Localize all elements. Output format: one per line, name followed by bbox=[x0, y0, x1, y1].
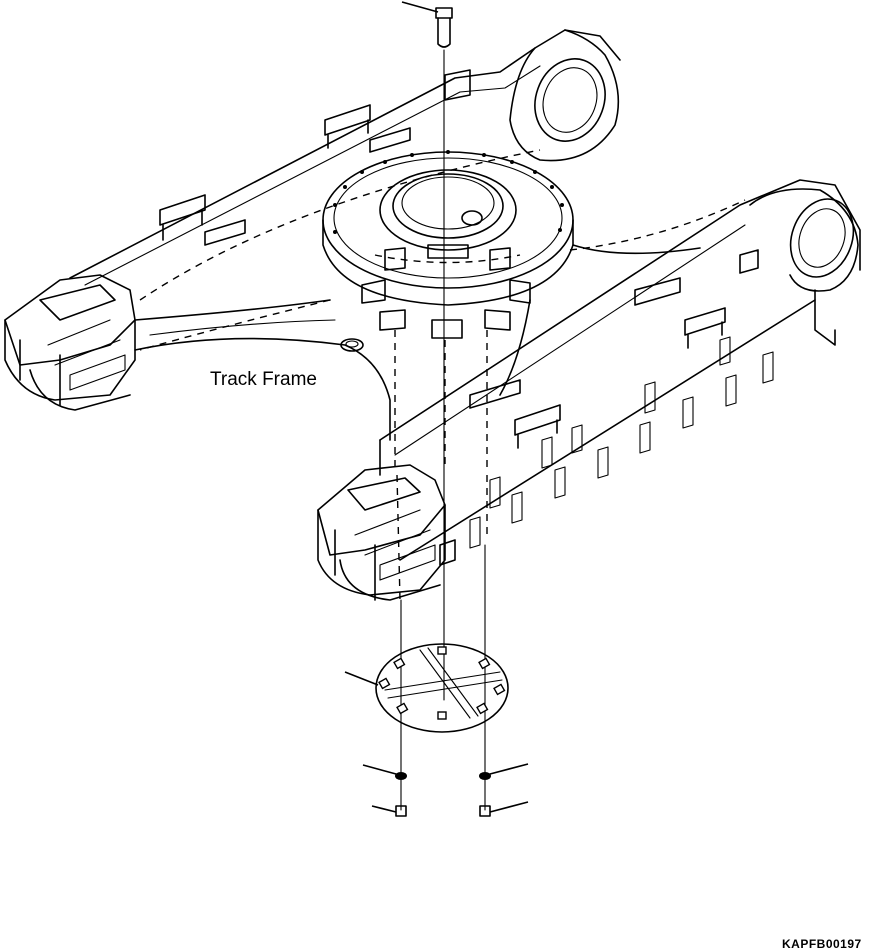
lower-bolts bbox=[371, 801, 529, 817]
center-body bbox=[134, 199, 746, 470]
figure-code-label: KAPFB00197 bbox=[782, 937, 862, 951]
front-frame bbox=[379, 179, 861, 561]
swing-circle bbox=[322, 150, 574, 339]
cover-plate bbox=[344, 643, 509, 733]
guide-line-left bbox=[396, 474, 401, 601]
washers bbox=[362, 763, 529, 780]
track-frame-label: Track Frame bbox=[210, 369, 317, 390]
top-bolt bbox=[401, 1, 453, 48]
rear-frame bbox=[69, 29, 621, 301]
right-end-bracket bbox=[317, 464, 456, 601]
left-end-bracket bbox=[4, 274, 136, 411]
